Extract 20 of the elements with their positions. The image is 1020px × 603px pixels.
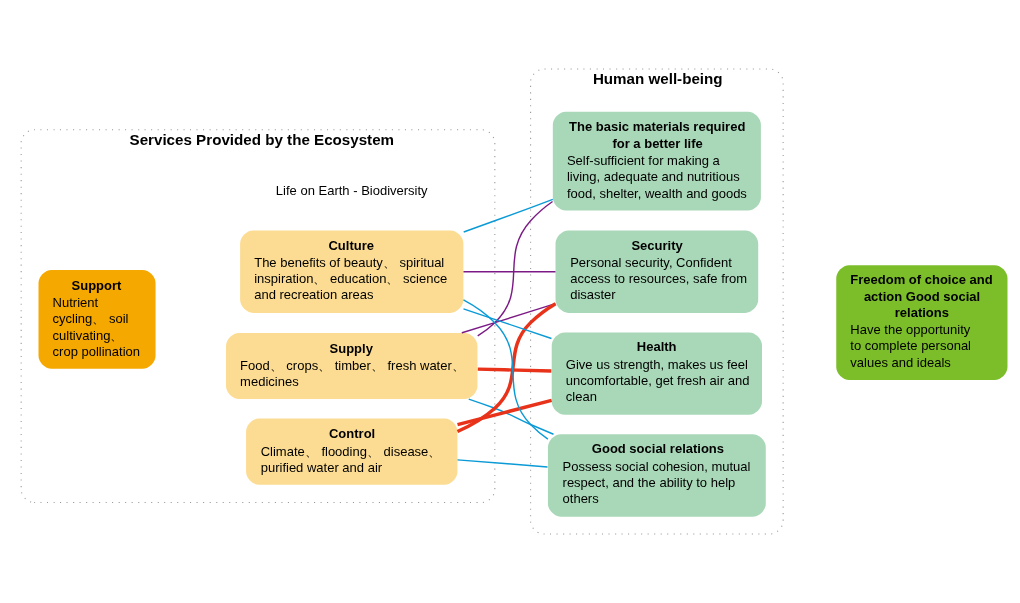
node-box: Control Climate、 flooding、 disease、 purified water and air	[246, 418, 458, 485]
node-box: The basic materials required for a better life Self-sufficient for making a living, adequate and nutritious food, shelter, wealth and goods	[552, 111, 761, 211]
node-box: Good social relations Possess social cohesion, mutual respect, and the ability to help others	[547, 434, 766, 517]
connector	[477, 200, 554, 337]
connector	[456, 459, 549, 468]
node-box: Freedom of choice and action Good social relations Have the opportunity to complete personal values and ideals	[836, 265, 1008, 381]
connector	[468, 398, 555, 435]
node-box: Supply Food、 crops、 timber、 fresh water、 medicines	[226, 332, 478, 400]
connector	[463, 198, 554, 233]
connector	[462, 299, 549, 440]
label: Life on Earth - Biodiversity	[275, 182, 428, 198]
connector	[477, 367, 552, 373]
node-box: Support Nutrient cycling、 soil cultivating、 crop pollination	[38, 270, 156, 369]
connector	[462, 308, 553, 340]
node-box: Culture The benefits of beauty、 spiritual inspiration、 education、 science and recreation areas	[240, 230, 464, 313]
connector	[457, 398, 553, 427]
connector	[456, 302, 557, 434]
connector	[462, 271, 557, 273]
node-box: Health Give us strength, makes us feel uncomfortable, get fresh air and clean	[551, 332, 762, 415]
node-box: Security Personal security, Confident access to resources, safe from disaster	[555, 230, 759, 313]
